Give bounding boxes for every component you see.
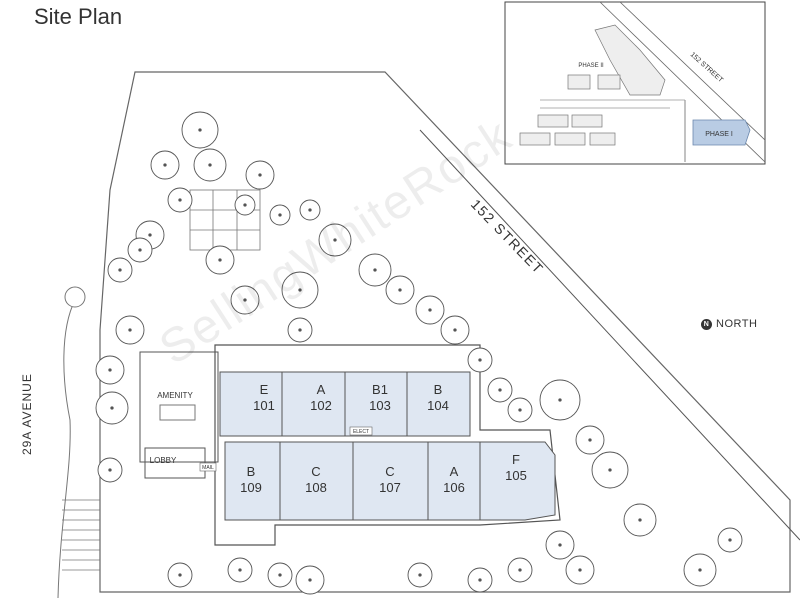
unit-104[interactable] <box>406 371 471 437</box>
mail-label: MAIL <box>202 465 214 471</box>
unit-letter: F <box>512 452 520 467</box>
lobby-label: LOBBY <box>150 456 177 465</box>
key-map-inset: PHASE I PHASE II 152 STREET <box>504 1 766 165</box>
unit-number: 101 <box>253 398 275 413</box>
unit-number: 104 <box>427 398 449 413</box>
unit-labels-north: E 101 A 102 B1 103 B 104 <box>253 382 449 413</box>
avenue-label: 29A AVENUE <box>20 373 34 455</box>
trees-layer <box>95 111 743 595</box>
amenity-table <box>159 404 196 421</box>
building-outline <box>214 344 561 546</box>
unit-labels-south: B 109 C 108 C 107 A 106 F 105 <box>240 452 527 495</box>
unit-letter: E <box>260 382 269 397</box>
north-label: NORTH <box>716 318 758 330</box>
unit-number: 102 <box>310 398 332 413</box>
amenity-block <box>139 351 219 463</box>
amenity-label: AMENITY <box>157 391 193 400</box>
phase1-label: PHASE I <box>705 131 733 138</box>
units-south-row <box>224 441 556 521</box>
units-north-row <box>219 371 471 437</box>
west-path <box>57 299 76 599</box>
unit-number: 103 <box>369 398 391 413</box>
unit-letter: C <box>311 464 320 479</box>
unit-letter: B1 <box>372 382 388 397</box>
unit-letter: B <box>434 382 443 397</box>
phase2-label: PHASE II <box>578 63 604 69</box>
unit-number: 105 <box>505 468 527 483</box>
unit-number: 109 <box>240 480 262 495</box>
page-title: Site Plan <box>34 4 123 29</box>
elect-label: ELECT <box>353 429 369 435</box>
path-node <box>64 286 86 308</box>
unit-letter: C <box>385 464 394 479</box>
property-boundary <box>99 71 791 593</box>
unit-letter: A <box>317 382 326 397</box>
unit-letter: A <box>450 464 459 479</box>
unit-number: 107 <box>379 480 401 495</box>
north-arrow-icon: N <box>701 318 712 330</box>
street-label: 152 STREET <box>468 196 547 277</box>
phase1-highlight <box>692 119 751 146</box>
unit-108[interactable] <box>279 441 354 521</box>
unit-105[interactable] <box>479 441 556 521</box>
unit-letter: B <box>247 464 256 479</box>
unit-107[interactable] <box>352 441 429 521</box>
north-indicator: N NORTH <box>701 318 757 330</box>
unit-number: 106 <box>443 480 465 495</box>
west-stair <box>62 499 100 571</box>
unit-number: 108 <box>305 480 327 495</box>
unit-109[interactable] <box>224 441 281 521</box>
street-edge <box>419 129 800 541</box>
